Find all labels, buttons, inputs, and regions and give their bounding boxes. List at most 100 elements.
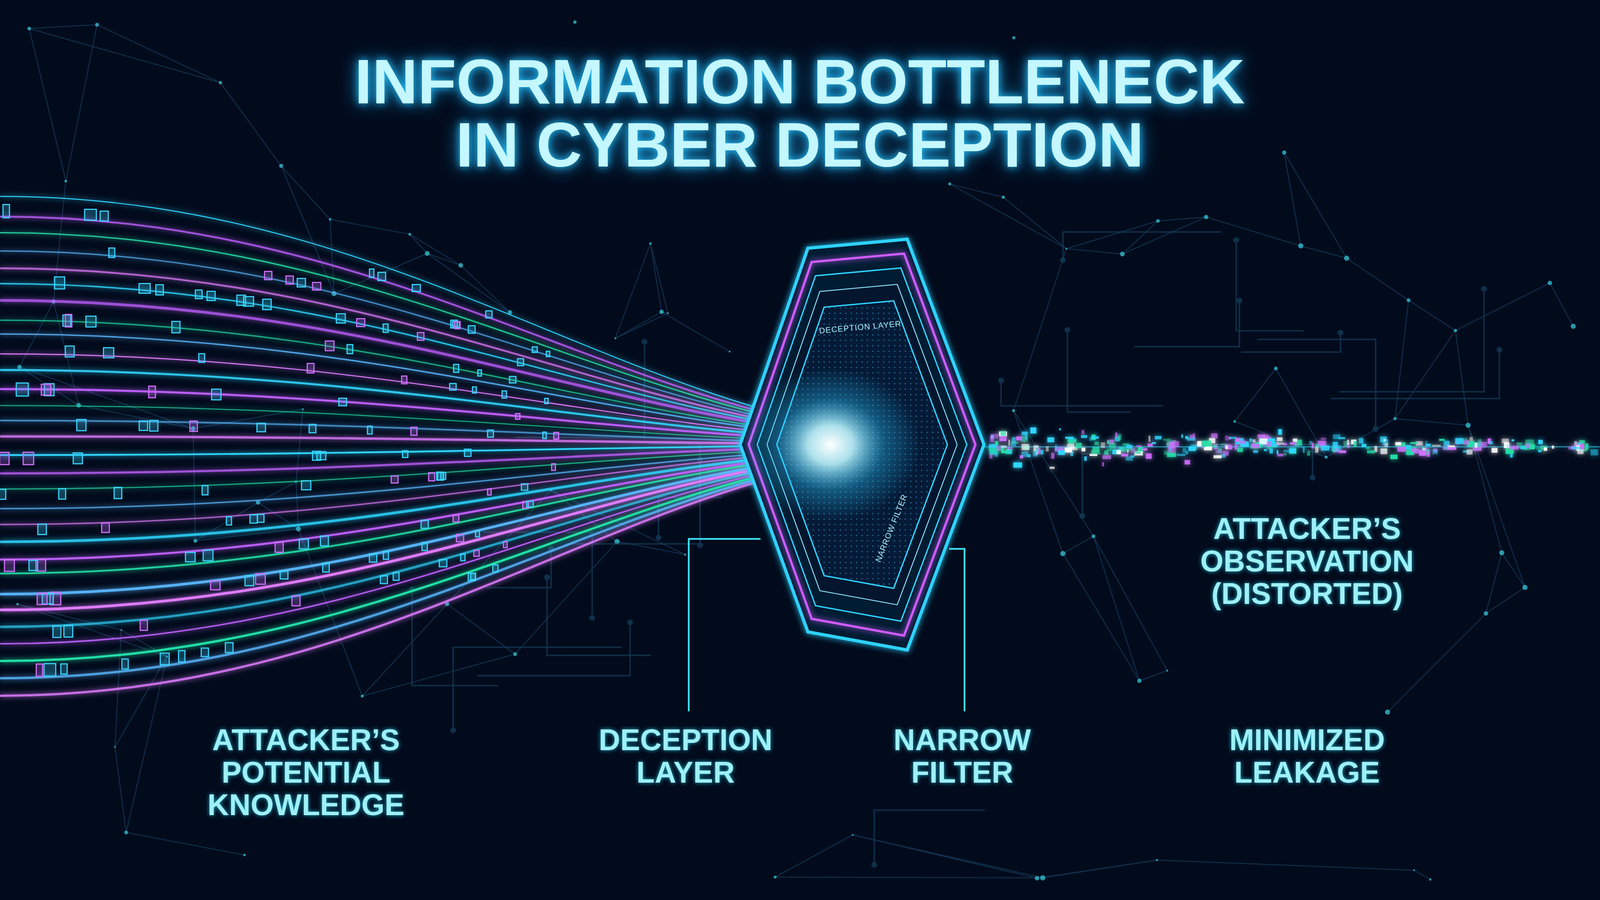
- data-block: [250, 514, 258, 524]
- network-line: [281, 166, 334, 294]
- network-line: [1275, 368, 1327, 457]
- noise-fragment: [1543, 447, 1547, 451]
- noise-fragment: [1015, 436, 1022, 441]
- stream-line: [0, 455, 849, 627]
- network-dot: [329, 217, 332, 221]
- data-block: [477, 370, 482, 377]
- data-block: [195, 290, 203, 299]
- data-block: [201, 648, 209, 657]
- network-dot: [1453, 329, 1457, 333]
- noise-fragment: [1094, 441, 1099, 446]
- noise-fragment: [1080, 435, 1088, 439]
- data-block: [402, 450, 409, 458]
- noise-fragment: [1237, 447, 1243, 452]
- network-dot: [1393, 417, 1397, 421]
- noise-fragment: [1005, 449, 1013, 455]
- data-block: [383, 551, 389, 560]
- circuit-trace: [1001, 380, 1164, 406]
- noise-fragment: [1163, 438, 1171, 441]
- noise-fragment: [1102, 455, 1111, 460]
- noise-fragment: [989, 448, 999, 454]
- noise-fragment: [1049, 466, 1055, 469]
- noise-fragment: [1590, 449, 1599, 456]
- noise-fragment: [1347, 439, 1350, 446]
- data-block: [255, 573, 266, 585]
- noise-fragment: [1367, 449, 1376, 454]
- network-dot: [1547, 280, 1553, 286]
- data-block: [449, 383, 456, 391]
- network-line: [774, 876, 1043, 878]
- stream-line: [0, 333, 849, 438]
- network-dot: [1060, 551, 1066, 557]
- network-dot: [948, 182, 952, 186]
- network-line: [29, 24, 98, 29]
- network-dot: [1499, 550, 1505, 556]
- noise-fragment: [1488, 440, 1493, 445]
- network-dot: [1324, 455, 1328, 459]
- data-block: [487, 488, 492, 496]
- trace-pad: [642, 339, 647, 344]
- data-block: [322, 562, 330, 572]
- data-block: [464, 449, 472, 457]
- noise-fragment: [1220, 454, 1226, 458]
- noise-fragment: [1215, 449, 1223, 454]
- network-dot: [1413, 869, 1415, 872]
- network-line: [296, 481, 299, 529]
- noise-fragment: [1283, 442, 1287, 446]
- data-block: [41, 384, 52, 395]
- network-dot: [851, 834, 854, 836]
- network-dot: [408, 232, 412, 236]
- stream-line: [0, 459, 849, 696]
- data-block: [114, 487, 122, 499]
- data-block: [190, 421, 198, 432]
- noise-fragment: [1054, 444, 1058, 450]
- network-dot: [424, 250, 430, 256]
- data-block: [501, 390, 507, 399]
- noise-fragment: [1579, 440, 1585, 445]
- circuit-trace: [1082, 453, 1124, 516]
- network-line: [1300, 245, 1347, 259]
- noise-fragment: [1253, 449, 1259, 453]
- network-line: [1234, 368, 1276, 422]
- noise-fragment: [1332, 441, 1339, 449]
- data-block: [517, 358, 525, 367]
- network-line: [409, 234, 461, 266]
- noise-fragment: [1321, 445, 1330, 451]
- noise-fragment: [1321, 442, 1324, 446]
- network-dot: [1385, 709, 1391, 715]
- hex-layer: [740, 239, 984, 650]
- network-line: [1455, 282, 1550, 331]
- noise-fragment: [1185, 450, 1188, 455]
- data-block: [453, 364, 459, 373]
- noise-fragment: [1289, 442, 1297, 445]
- data-block: [58, 488, 66, 500]
- noise-fragment: [1538, 450, 1542, 453]
- data-block: [280, 570, 288, 580]
- data-block: [421, 520, 429, 529]
- data-block: [160, 653, 170, 665]
- noise-fragment: [1202, 440, 1212, 447]
- network-line: [1485, 552, 1502, 614]
- network-line: [97, 24, 221, 84]
- network-dot: [1155, 858, 1159, 862]
- network-dot: [124, 830, 128, 835]
- data-block: [542, 431, 547, 439]
- network-line: [1062, 553, 1140, 681]
- noise-fragment: [1466, 449, 1473, 455]
- network-dot: [1570, 323, 1576, 329]
- data-block: [54, 277, 65, 290]
- data-block: [155, 284, 164, 296]
- data-block: [185, 552, 195, 562]
- data-block: [121, 658, 129, 669]
- data-block: [257, 514, 265, 523]
- data-block: [301, 480, 311, 490]
- data-block: [139, 421, 148, 431]
- hexagon-outline: [740, 234, 984, 655]
- trace-pad: [1497, 347, 1502, 353]
- noise-fragment: [1040, 449, 1044, 455]
- data-block: [76, 419, 86, 432]
- trace-pad: [656, 535, 661, 540]
- circuit-trace: [874, 810, 985, 865]
- network-line: [1093, 536, 1168, 671]
- data-block: [0, 489, 6, 500]
